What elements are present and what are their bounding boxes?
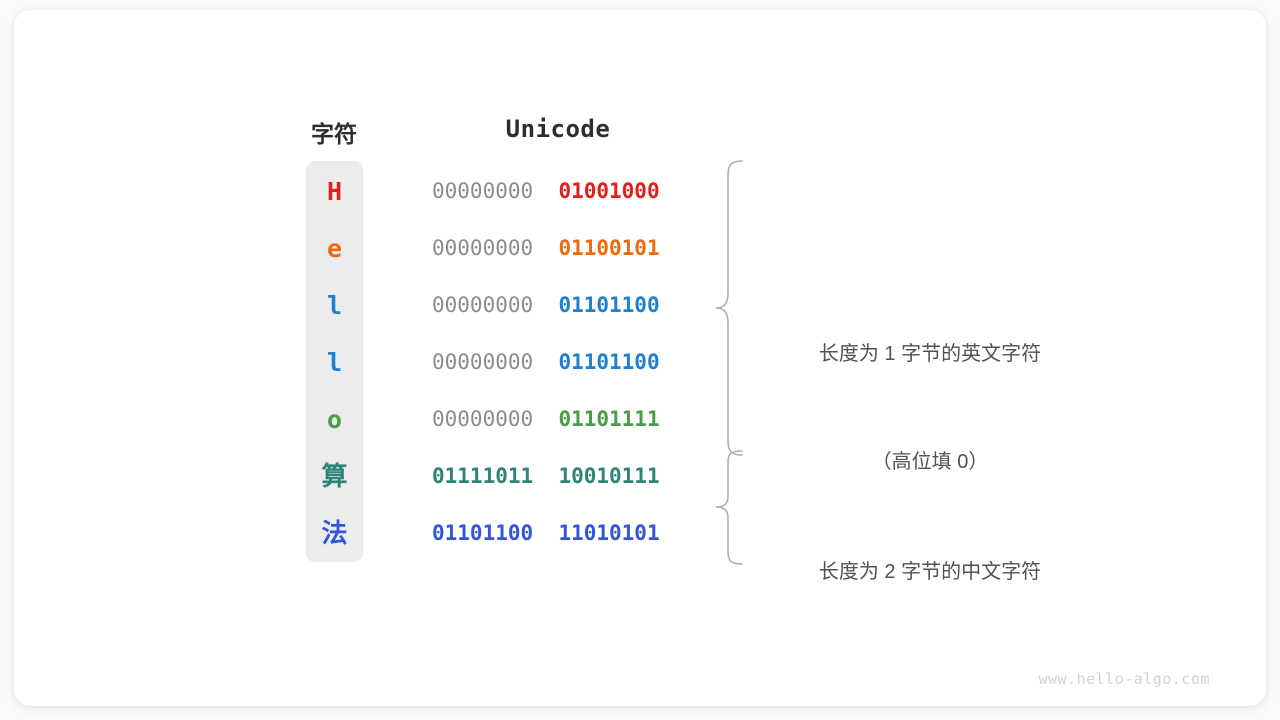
brace-two-byte [715,450,743,565]
high-byte: 00000000 [432,407,534,431]
character-cell: H [326,177,343,206]
table-row: l 00000000 01101100 [0,277,1280,334]
low-byte: 11010101 [558,521,660,545]
byte-separator [533,293,558,317]
unicode-bits-cell: 00000000 01001000 [432,163,688,220]
table-row: o 00000000 01101111 [0,391,1280,448]
character-cell: e [326,234,343,263]
high-byte: 00000000 [432,236,534,260]
byte-separator [533,350,558,374]
annotation-two-byte-line1: 长度为 2 字节的中文字符 [818,561,1042,583]
high-byte: 00000000 [432,179,534,203]
character-cell: l [326,291,343,320]
column-header-unicode: Unicode [505,115,611,143]
low-byte: 01100101 [558,236,660,260]
table-row: H 00000000 01001000 [0,163,1280,220]
high-byte: 01101100 [432,521,534,545]
annotation-one-byte-line1: 长度为 1 字节的英文字符 [818,343,1042,365]
figure-card [14,10,1266,706]
low-byte: 01101111 [558,407,660,431]
table-row: 算 01111011 10010111 [0,448,1280,505]
low-byte: 01101100 [558,293,660,317]
high-byte: 00000000 [432,293,534,317]
brace-one-byte [715,160,743,456]
annotation-one-byte: 长度为 1 字节的英文字符 （高位填 0） [760,264,1100,552]
table-row: e 00000000 01100101 [0,220,1280,277]
table-row: 法 01101100 11010101 [0,505,1280,562]
column-header-character: 字符 [311,121,357,147]
byte-separator [533,407,558,431]
high-byte: 00000000 [432,350,534,374]
watermark: www.hello-algo.com [1038,670,1210,688]
character-cell: 算 [321,461,348,491]
unicode-bits-cell: 00000000 01101100 [432,334,688,391]
byte-separator [533,179,558,203]
character-cell: 法 [321,518,348,548]
unicode-bits-cell: 00000000 01101111 [432,391,688,448]
unicode-bits-cell: 01101100 11010101 [432,505,688,562]
table-row: l 00000000 01101100 [0,334,1280,391]
byte-separator [533,464,558,488]
annotation-one-byte-line2: （高位填 0） [871,451,989,473]
byte-separator [533,521,558,545]
annotation-two-byte: 长度为 2 字节的中文字符 [760,482,1100,662]
character-column-panel [306,161,363,562]
low-byte: 10010111 [558,464,660,488]
byte-separator [533,236,558,260]
high-byte: 01111011 [432,464,534,488]
unicode-bits-cell: 01111011 10010111 [432,448,688,505]
low-byte: 01101100 [558,350,660,374]
character-cell: o [326,405,343,434]
unicode-bits-cell: 00000000 01101100 [432,277,688,334]
character-cell: l [326,348,343,377]
low-byte: 01001000 [558,179,660,203]
unicode-bits-cell: 00000000 01100101 [432,220,688,277]
